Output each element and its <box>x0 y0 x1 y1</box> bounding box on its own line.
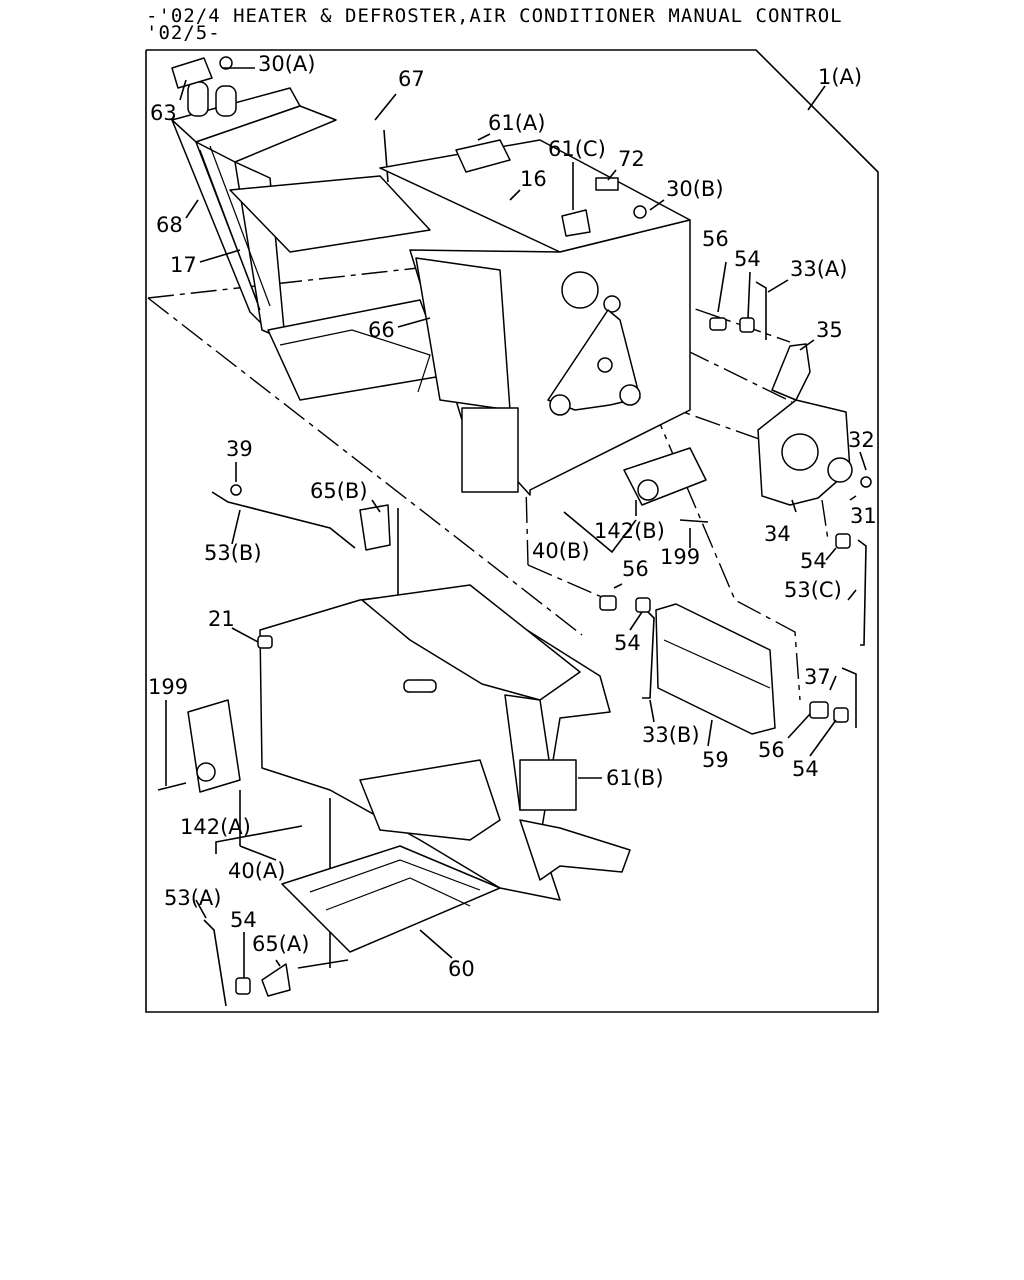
callout-54-lower: 54 <box>792 757 819 781</box>
alignment-line <box>147 267 419 299</box>
rod-33b <box>642 611 655 699</box>
callout-53c: 53(C) <box>784 578 842 602</box>
callout-56-upper: 56 <box>702 227 729 251</box>
callout-40a: 40(A) <box>228 859 285 883</box>
callout-68: 68 <box>156 213 183 237</box>
callout-40b: 40(B) <box>532 539 590 563</box>
callout-72: 72 <box>618 147 645 171</box>
callout-67: 67 <box>398 67 425 91</box>
alignment-line <box>821 499 829 541</box>
guide-line <box>383 129 389 183</box>
callout-59: 59 <box>702 748 729 772</box>
callout-65b: 65(B) <box>310 479 368 503</box>
diagram-title: -'02/4 HEATER & DEFROSTER,AIR CONDITIONE… <box>146 5 843 27</box>
diagram-frame <box>145 49 879 1013</box>
callout-37: 37 <box>804 665 831 689</box>
actuator-b <box>623 447 709 523</box>
callout-35: 35 <box>816 318 843 342</box>
leader-lines <box>165 67 867 978</box>
callout-199-upper: 199 <box>660 545 700 569</box>
callout-56-lower: 56 <box>758 738 785 762</box>
rod-33a <box>755 281 767 340</box>
callout-53b: 53(B) <box>204 541 262 565</box>
callout-21: 21 <box>208 607 235 631</box>
blower-case <box>379 139 691 496</box>
callout-54-center: 54 <box>614 631 641 655</box>
air-mix-case <box>259 584 631 901</box>
callout-66: 66 <box>368 318 395 342</box>
alignment-line <box>527 564 605 599</box>
callout-54-upper: 54 <box>734 247 761 271</box>
diagram-subtitle: '02/5- <box>146 22 221 44</box>
rod-53b <box>211 491 391 551</box>
callout-54-bottom: 54 <box>230 908 257 932</box>
actuator-a <box>157 699 241 793</box>
callout-1a: 1(A) <box>818 65 862 89</box>
callout-61a: 61(A) <box>488 111 545 135</box>
alignment-line <box>651 404 801 701</box>
callout-199-lower: 199 <box>148 675 188 699</box>
clips-and-bolts <box>219 56 872 723</box>
callout-39: 39 <box>226 437 253 461</box>
callout-61c: 61(C) <box>548 137 606 161</box>
callout-54-mid: 54 <box>800 549 827 573</box>
callout-65a: 65(A) <box>252 932 309 956</box>
callout-30b: 30(B) <box>666 177 724 201</box>
clip-65a <box>235 963 291 997</box>
callout-63: 63 <box>150 101 177 125</box>
callout-56-mid: 56 <box>622 557 649 581</box>
alignment-line <box>147 297 583 636</box>
callout-142b: 142(B) <box>594 519 665 543</box>
callout-30a: 30(A) <box>258 52 315 76</box>
rod-53a <box>203 919 227 1007</box>
callout-53a: 53(A) <box>164 886 221 910</box>
clip-21 <box>257 635 273 649</box>
callout-32: 32 <box>848 428 875 452</box>
callout-17: 17 <box>170 253 197 277</box>
callout-60: 60 <box>448 957 475 981</box>
callout-34: 34 <box>764 522 791 546</box>
callout-61b: 61(B) <box>606 766 664 790</box>
callout-142a: 142(A) <box>180 815 251 839</box>
callout-33a: 33(A) <box>790 257 847 281</box>
rod-37 <box>841 667 857 728</box>
rod-53c <box>857 539 867 646</box>
callout-31: 31 <box>850 504 877 528</box>
callout-33b: 33(B) <box>642 723 700 747</box>
damper-lever-assembly <box>757 343 853 506</box>
guide-line <box>297 959 349 969</box>
filter-tray-60 <box>281 845 501 953</box>
callout-16: 16 <box>520 167 547 191</box>
door-panel-59 <box>655 603 776 735</box>
